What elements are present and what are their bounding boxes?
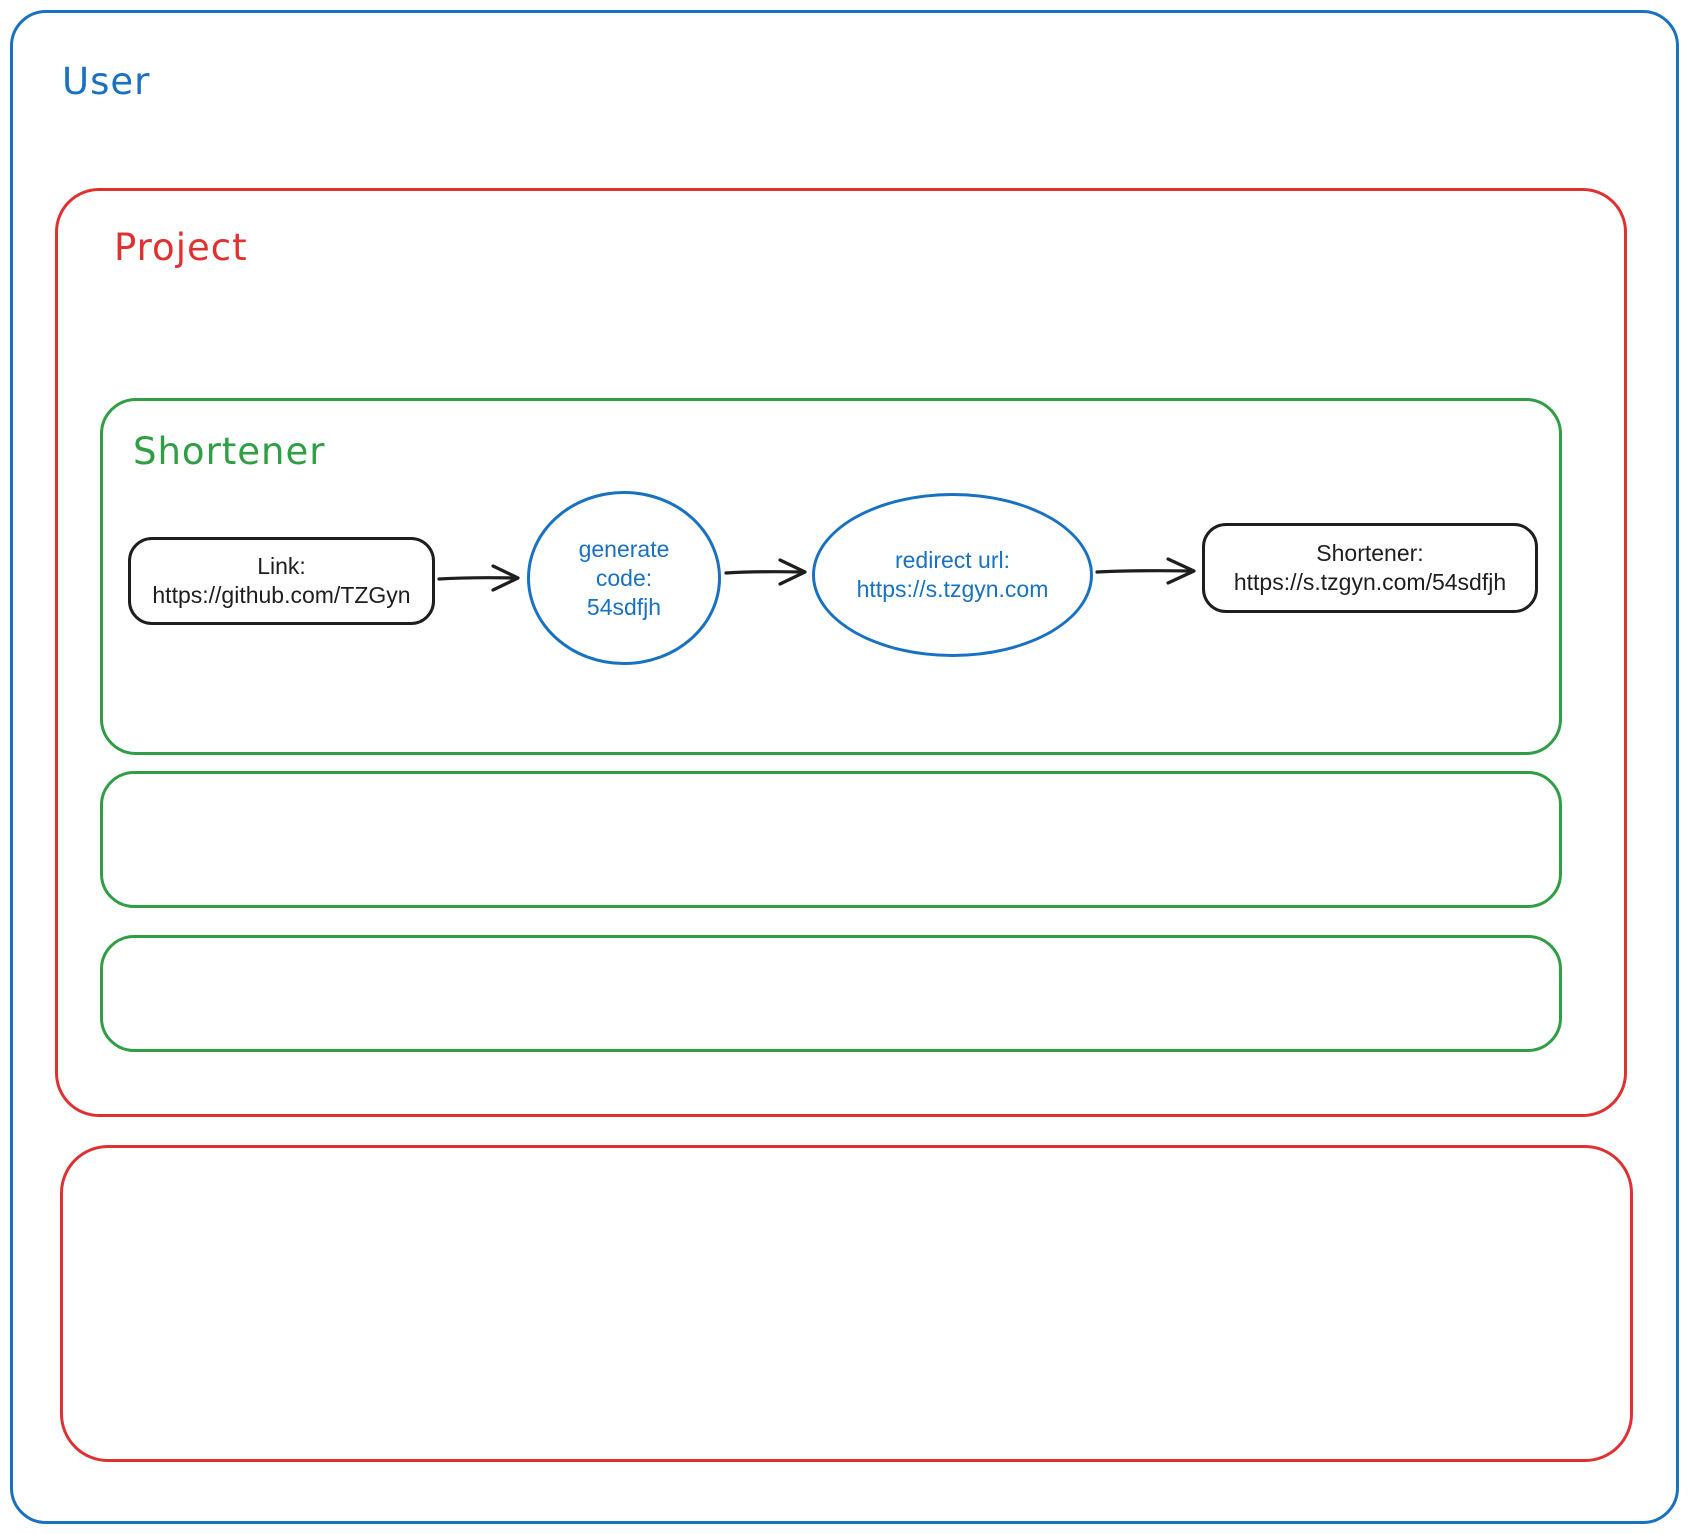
link-node: Link: https://github.com/TZGyn xyxy=(128,537,435,625)
shortener-result-node: Shortener: https://s.tzgyn.com/54sdfjh xyxy=(1202,523,1538,613)
user-container-box xyxy=(10,10,1679,1524)
shortener-result-line1: Shortener: xyxy=(1316,540,1424,566)
redirect-url-node: redirect url: https://s.tzgyn.com xyxy=(812,493,1093,657)
project-container-box xyxy=(55,188,1627,1117)
generate-code-line2: code: xyxy=(595,564,653,591)
link-node-line1: Link: xyxy=(257,553,306,579)
redirect-url-line1: redirect url: xyxy=(894,547,1011,573)
shortener-container-box xyxy=(100,398,1562,755)
shortener-result-line2: https://s.tzgyn.com/54sdfjh xyxy=(1233,569,1507,595)
empty-green-box-2 xyxy=(100,935,1562,1052)
flow-arrow-2-icon xyxy=(724,558,807,586)
generate-code-node: generate code: 54sdfjh xyxy=(527,491,721,665)
flow-arrow-3-icon xyxy=(1095,557,1196,585)
project-label: Project xyxy=(114,226,248,269)
user-label: User xyxy=(62,60,151,103)
shortener-label: Shortener xyxy=(133,430,326,473)
link-node-line2: https://github.com/TZGyn xyxy=(152,582,411,608)
flow-arrow-1-icon xyxy=(437,564,520,592)
empty-green-box-1 xyxy=(100,771,1562,908)
empty-red-box xyxy=(60,1145,1633,1462)
generate-code-line1: generate xyxy=(578,535,670,562)
redirect-url-line2: https://s.tzgyn.com xyxy=(856,576,1049,602)
generate-code-line3: 54sdfjh xyxy=(586,593,662,620)
